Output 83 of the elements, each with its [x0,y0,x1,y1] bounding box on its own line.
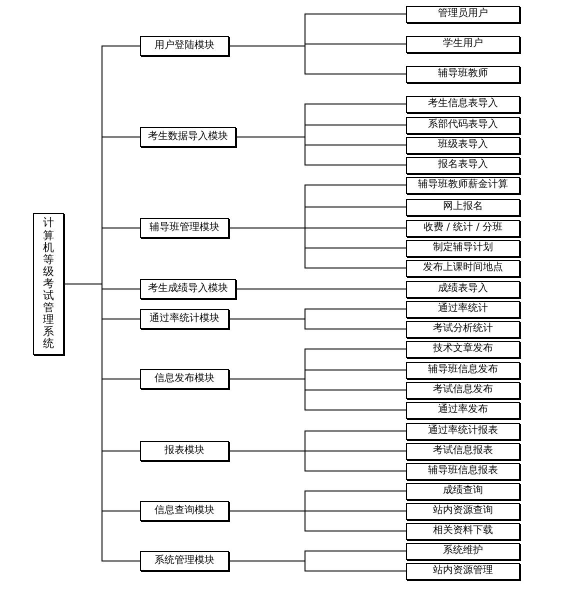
box-label: 系部代码表导入 [428,120,498,130]
box-label: 辅导班教师薪金计算 [418,180,508,190]
box-label: 用户登陆模块 [154,41,214,51]
connector-line [228,378,406,410]
box-label: 考试信息发布 [433,385,493,395]
box-label: 信息查询模块 [154,506,214,516]
function-box [406,502,520,520]
function-box [406,340,520,358]
box-label: 报名表导入 [438,160,488,170]
box-label: 系统管理模块 [154,556,214,566]
box-label: 考生数据导入模块 [148,132,228,142]
function-box [406,6,520,22]
box-label: 辅导班信息发布 [428,365,498,375]
box-label: 辅导班管理模块 [150,223,220,233]
box-label: 通过率统计 [438,304,488,314]
box-label: 制定辅导计划 [433,243,493,253]
box-label: 成绩查询 [443,486,483,496]
module-box [140,279,236,299]
module-box [140,36,229,56]
function-box [406,176,520,194]
box-label: 报表模块 [164,446,204,456]
function-box [406,96,520,112]
connector-line [228,46,406,74]
function-box [406,300,520,318]
box-label: 辅导班信息报表 [428,466,498,476]
connector-line [228,450,406,472]
function-box [406,280,520,298]
box-label: 考试分析统计 [433,324,493,334]
function-box [406,542,520,560]
box-label: 技术文章发布 [433,344,493,354]
connector-line [228,228,406,268]
module-box [140,441,229,461]
function-box [406,442,520,460]
connector-line [228,560,406,572]
function-box [406,422,520,440]
function-box [406,36,520,52]
box-label: 站内资源管理 [433,566,493,576]
connector-line [228,318,406,330]
function-box [406,482,520,500]
function-box [406,116,520,134]
module-box [140,501,229,521]
box-label: 相关资料下载 [433,526,493,536]
box-label: 通过率统计模块 [150,314,220,324]
function-box [406,220,520,236]
function-box [406,382,520,398]
system-box [33,213,64,355]
box-label: 发布上课时间地点 [423,263,503,273]
connector-line [236,288,406,290]
function-box [406,240,520,256]
box-label: 收费 / 统计 / 分班 [423,223,503,233]
module-box [140,369,229,389]
function-box [406,156,520,174]
function-box [406,198,520,216]
function-box [406,320,520,338]
box-label: 管理员用户 [438,9,488,19]
box-label: 考试信息报表 [433,446,493,456]
module-box [140,127,236,147]
function-box [406,562,520,580]
function-box [406,362,520,378]
box-label: 通过率发布 [438,405,488,415]
function-box [406,260,520,276]
module-box [140,551,229,571]
connector-line [236,136,406,166]
module-box [140,309,229,329]
box-label: 辅导班教师 [438,69,488,79]
connector-line [228,510,406,532]
function-box [406,462,520,480]
module-box [140,218,229,238]
box-label: 学生用户 [443,39,483,49]
box-label: 网上报名 [443,202,483,212]
function-box [406,66,520,82]
box-label: 通过率统计报表 [428,426,498,436]
function-box [406,136,520,154]
box-label: 站内资源查询 [433,506,493,516]
box-label: 系统维护 [443,546,483,556]
box-label: 成绩表导入 [438,284,488,294]
box-label: 班级表导入 [438,140,488,150]
box-label: 考生信息表导入 [428,99,498,109]
function-box [406,522,520,540]
function-box [406,402,520,418]
box-label: 信息发布模块 [154,374,214,384]
system-title: 计算机等级考试管理系统 [43,217,54,351]
box-label: 考生成绩导入模块 [148,284,228,294]
